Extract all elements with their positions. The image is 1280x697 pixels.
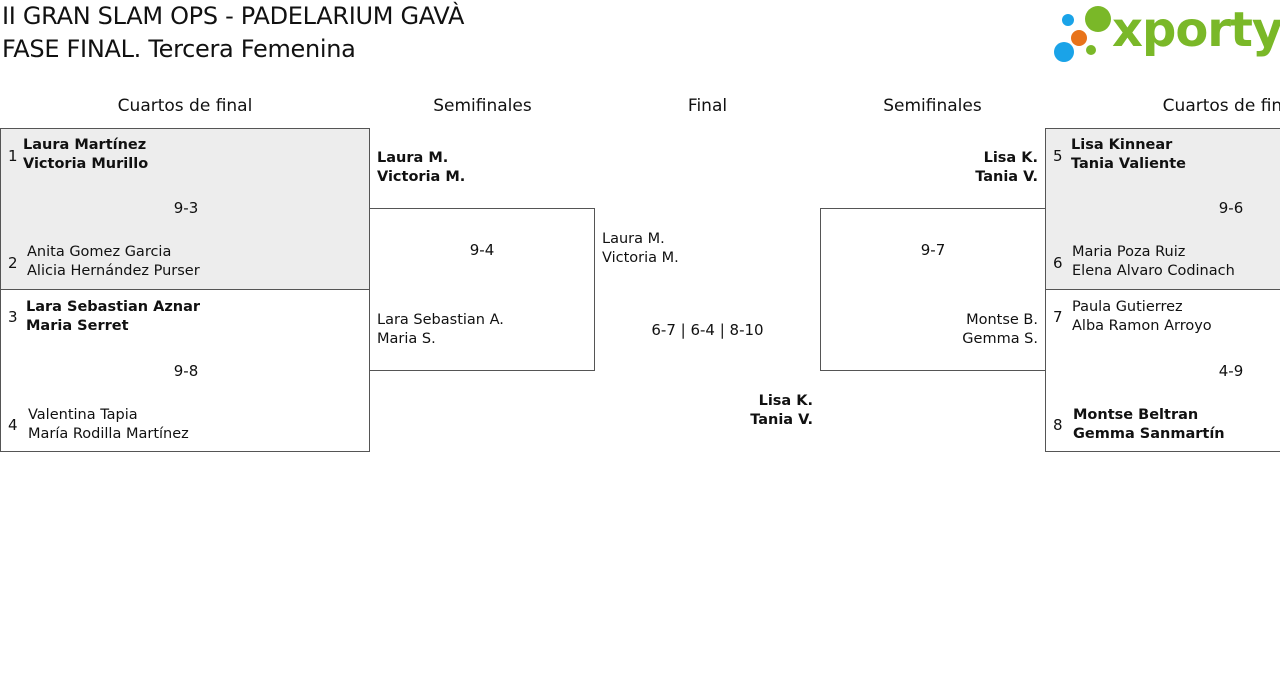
team-winner: Montse Beltran Gemma Sanmartín (1073, 406, 1225, 444)
round-left-quarters: Cuartos de final (117, 96, 253, 116)
player-name: Lisa K. (758, 393, 813, 409)
player-name: Maria S. (377, 331, 436, 347)
team-loser: Anita Gomez Garcia Alicia Hernández Purs… (27, 243, 200, 281)
player-name: Elena Alvaro Codinach (1072, 263, 1235, 279)
player-name: Tania V. (750, 412, 813, 428)
seed-number: 1 (8, 147, 18, 165)
seed-number: 5 (1053, 147, 1063, 165)
player-name: Maria Poza Ruiz (1072, 244, 1186, 260)
seed-number: 6 (1053, 254, 1063, 272)
seed-number: 3 (8, 308, 18, 326)
match-score: 9-4 (469, 241, 495, 259)
semi-2-winner-team: Lisa K. Tania V. (900, 149, 1038, 187)
round-left-semis: Semifinales (433, 96, 532, 116)
team-winner: Laura Martínez Victoria Murillo (23, 136, 148, 174)
match-quarter-1[interactable]: 1 Laura Martínez Victoria Murillo 9-3 2 … (0, 128, 370, 290)
match-score: 9-6 (1218, 199, 1244, 217)
player-name: Montse Beltran (1073, 407, 1199, 423)
seed-number: 7 (1053, 308, 1063, 326)
player-name: Victoria Murillo (23, 156, 149, 172)
player-name: Anita Gomez Garcia (27, 244, 172, 260)
xporty-logo[interactable]: xporty (1050, 2, 1280, 68)
player-name: Gemma Sanmartín (1073, 426, 1225, 442)
team-loser: Maria Poza Ruiz Elena Alvaro Codinach (1072, 243, 1235, 281)
team-loser: Paula Gutierrez Alba Ramon Arroyo (1072, 298, 1212, 336)
player-name: Laura M. (602, 231, 665, 247)
team-winner: Lisa Kinnear Tania Valiente (1071, 136, 1186, 174)
match-quarter-4[interactable]: 7 Paula Gutierrez Alba Ramon Arroyo 4-9 … (1045, 289, 1280, 452)
player-name: Gemma S. (962, 331, 1038, 347)
round-right-semis: Semifinales (883, 96, 982, 116)
player-name: Lisa K. (983, 150, 1038, 166)
logo-wordmark: xporty (1112, 2, 1280, 58)
final-score[interactable]: 6-7 | 6-4 | 8-10 (651, 321, 764, 339)
team-loser: Valentina Tapia María Rodilla Martínez (28, 406, 189, 444)
player-name: Victoria M. (602, 250, 679, 266)
seed-number: 2 (8, 254, 18, 272)
semi-1-loser-team: Lara Sebastian A. Maria S. (377, 311, 504, 349)
player-name: Laura M. (377, 150, 449, 166)
match-semi-1[interactable]: 9-4 Lara Sebastian A. Maria S. (369, 208, 595, 371)
match-score: 9-7 (920, 241, 946, 259)
player-name: Tania Valiente (1071, 156, 1187, 172)
final-champion-team: Lisa K. Tania V. (700, 392, 813, 430)
match-score: 9-8 (173, 362, 199, 380)
player-name: María Rodilla Martínez (28, 426, 189, 442)
logo-dots-icon (1054, 6, 1111, 62)
event-title: II GRAN SLAM OPS - PADELARIUM GAVÀ (2, 2, 465, 30)
player-name: Maria Serret (26, 318, 129, 334)
player-name: Montse B. (966, 312, 1038, 328)
player-name: Alba Ramon Arroyo (1072, 318, 1212, 334)
phase-subtitle: FASE FINAL. Tercera Femenina (2, 35, 356, 63)
player-name: Victoria M. (377, 169, 466, 185)
player-name: Paula Gutierrez (1072, 299, 1183, 315)
player-name: Laura Martínez (23, 137, 147, 153)
player-name: Lara Sebastian A. (377, 312, 504, 328)
round-final: Final (687, 96, 728, 116)
player-name: Alicia Hernández Purser (27, 263, 200, 279)
match-quarter-2[interactable]: 3 Lara Sebastian Aznar Maria Serret 9-8 … (0, 289, 370, 452)
player-name: Lara Sebastian Aznar (26, 299, 201, 315)
seed-number: 8 (1053, 416, 1063, 434)
match-score: 9-3 (173, 199, 199, 217)
match-score: 4-9 (1218, 362, 1244, 380)
seed-number: 4 (8, 416, 18, 434)
player-name: Lisa Kinnear (1071, 137, 1173, 153)
team-winner: Lara Sebastian Aznar Maria Serret (26, 298, 200, 336)
semi-1-winner-team: Laura M. Victoria M. (377, 149, 465, 187)
player-name: Tania V. (975, 169, 1038, 185)
match-semi-2[interactable]: 9-7 Montse B. Gemma S. (820, 208, 1046, 371)
match-quarter-3[interactable]: 5 Lisa Kinnear Tania Valiente 9-6 6 Mari… (1045, 128, 1280, 290)
player-name: Valentina Tapia (28, 407, 138, 423)
semi-2-loser-team: Montse B. Gemma S. (901, 311, 1038, 349)
final-team-left: Laura M. Victoria M. (602, 230, 679, 268)
round-right-quarters: Cuartos de final (1162, 96, 1280, 116)
